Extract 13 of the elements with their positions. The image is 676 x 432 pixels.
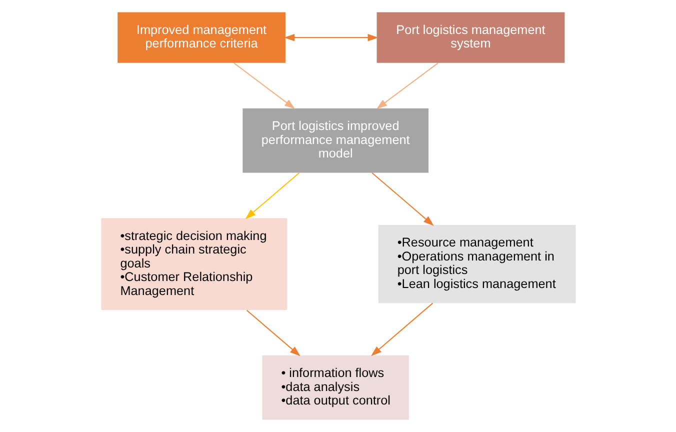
node-box: •Resource management •Operations management in port logistics •Lean logistics management — [378, 224, 576, 304]
node-box: Port logistics management system — [376, 12, 564, 63]
arrow — [233, 62, 295, 109]
arrow — [284, 34, 378, 42]
node-box: •strategic decision making •supply chain strategic goals •Customer Relationship Management — [100, 218, 287, 310]
arrow — [246, 310, 300, 356]
arrow — [370, 302, 433, 356]
node-box: Improved management performance criteria — [117, 12, 285, 63]
node-box: • information flows •data analysis •data output control — [262, 355, 408, 420]
arrow — [376, 62, 438, 109]
arrow — [244, 172, 299, 220]
arrow — [371, 172, 434, 226]
node-box: Port logistics improved performance management model — [242, 108, 428, 173]
